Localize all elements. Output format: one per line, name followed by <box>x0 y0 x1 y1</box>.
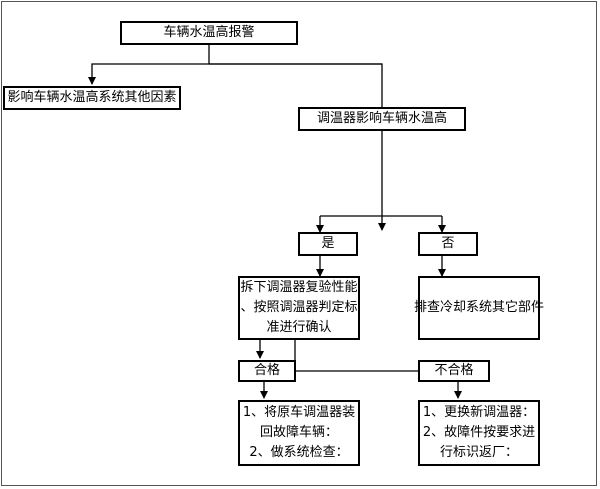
test-thermostat-line: 拆下调温器复验性能 <box>240 280 358 295</box>
qualified-action-line: 1、将原车调温器装 <box>242 405 356 420</box>
yes-box: 是 <box>298 232 358 256</box>
unqualified-action-line: 1、更换新调温器： <box>422 405 536 420</box>
qualified-action-box: 1、将原车调温器装 回故障车辆： 2、做系统检查： <box>238 400 360 466</box>
qualified-box: 合格 <box>238 360 296 382</box>
test-thermostat-line: 准进行确认 <box>266 320 332 335</box>
test-thermostat-line: 、按照调温器判定标 <box>240 300 358 315</box>
branch-left-arrow <box>88 63 382 85</box>
thermostat-effect-box: 调温器影响车辆水温高 <box>298 107 466 131</box>
unqualified-label: 不合格 <box>434 363 474 378</box>
test-to-unqualified-line <box>294 340 418 372</box>
no-box: 否 <box>418 232 478 256</box>
other-factors-box: 影响车辆水温高系统其他因素 <box>3 86 181 110</box>
thermostat-effect-label: 调温器影响车辆水温高 <box>316 111 447 126</box>
check-cooling-label: 排查冷却系统其它部件 <box>414 300 545 315</box>
check-cooling-box: 排查冷却系统其它部件 <box>414 276 544 340</box>
qualified-action-line: 2、做系统检查： <box>249 445 349 460</box>
yes-label: 是 <box>321 236 335 251</box>
root-alarm-label: 车辆水温高报警 <box>163 25 255 40</box>
qualified-label: 合格 <box>253 363 280 378</box>
qualified-action-line: 回故障车辆： <box>259 425 338 440</box>
unqualified-action-line: 行标识返厂： <box>439 445 518 460</box>
unqualified-box: 不合格 <box>418 360 490 382</box>
test-thermostat-box: 拆下调温器复验性能 、按照调温器判定标 准进行确认 <box>238 276 360 340</box>
no-label: 否 <box>441 236 455 251</box>
branch-right-line <box>209 63 383 107</box>
other-factors-label: 影响车辆水温高系统其他因素 <box>7 90 177 105</box>
unqualified-action-line: 2、故障件按要求进 <box>422 425 536 440</box>
root-alarm-box: 车辆水温高报警 <box>120 21 298 45</box>
unqualified-action-box: 1、更换新调温器： 2、故障件按要求进 行标识返厂： <box>418 400 540 466</box>
